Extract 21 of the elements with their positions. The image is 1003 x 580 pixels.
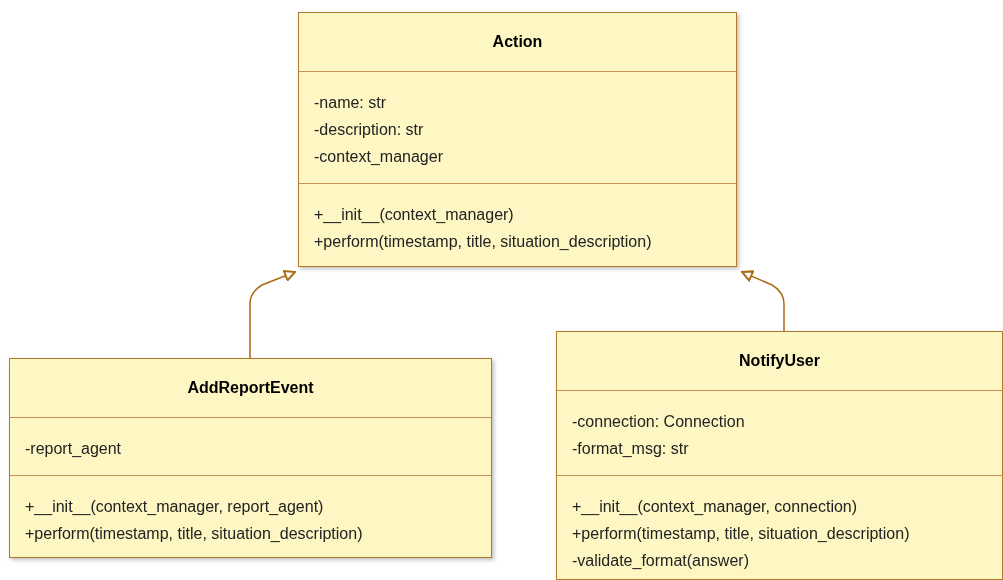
class-box [556, 331, 1003, 580]
class-name: AddReportEvent [187, 378, 314, 398]
member-text: -connection: Connection [572, 412, 746, 432]
member-text: -validate_format(answer) [572, 551, 750, 571]
member-text: +perform(timestamp, title, situation_description) [25, 524, 364, 544]
member-text: -format_msg: str [572, 439, 690, 459]
inheritance-arrow [249, 270, 296, 359]
class-name: Action [492, 32, 543, 52]
class-box [298, 12, 737, 267]
member-text: +__init__(context_manager, connection) [572, 497, 859, 518]
member-text: +__init__(context_manager) [314, 205, 515, 226]
member-text: +perform(timestamp, title, situation_description) [314, 232, 653, 252]
member-text: -context_manager [314, 147, 444, 167]
member-text: -name: str [314, 93, 387, 113]
member-text: -description: str [314, 120, 425, 140]
member-text: -report_agent [25, 439, 123, 459]
inheritance-arrow [741, 270, 785, 332]
member-text: +__init__(context_manager, report_agent) [25, 497, 325, 518]
class-name: NotifyUser [739, 351, 820, 371]
class-box [9, 358, 492, 558]
member-text: +perform(timestamp, title, situation_description) [572, 524, 911, 544]
